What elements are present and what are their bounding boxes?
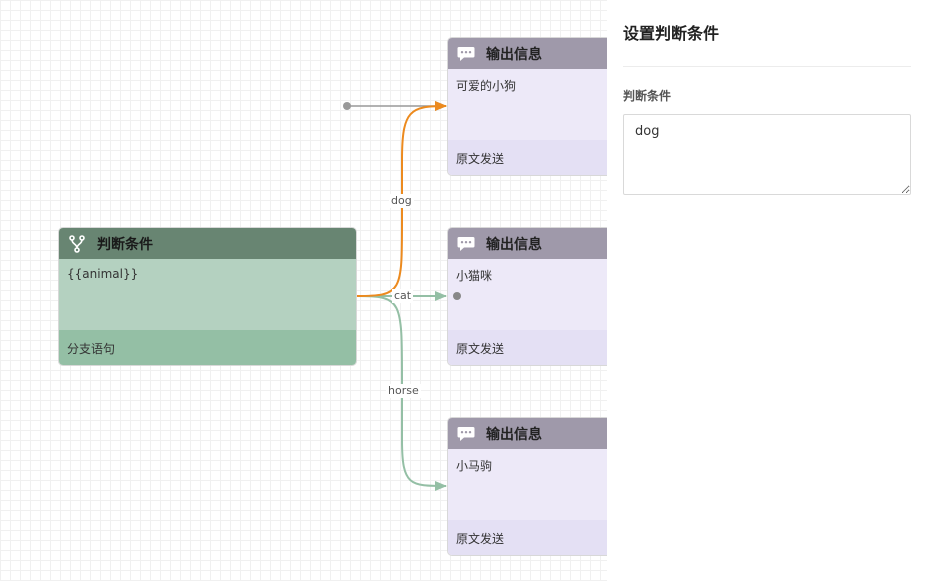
condition-input[interactable]	[623, 114, 911, 195]
chat-bubble-icon	[456, 424, 476, 444]
branch-node-footer: 分支语句	[59, 330, 356, 365]
edge-label-horse[interactable]: horse	[386, 384, 421, 398]
output-node-1[interactable]: 输出信息 可爱的小狗 原文发送	[447, 37, 627, 176]
branch-node-body: {{animal}}	[59, 259, 356, 330]
output-node-2-header[interactable]: 输出信息	[448, 228, 626, 259]
output-node-1-title: 输出信息	[486, 46, 542, 63]
panel-title: 设置判断条件	[623, 0, 911, 67]
output-node-2-body: 小猫咪	[448, 259, 626, 330]
branch-node-header[interactable]: 判断条件	[59, 228, 356, 259]
output-node-1-footer: 原文发送	[448, 140, 626, 175]
edge-label-dog[interactable]: dog	[389, 194, 414, 208]
chat-bubble-icon	[456, 234, 476, 254]
output-node-3-footer: 原文发送	[448, 520, 626, 555]
settings-panel: 设置判断条件 判断条件	[607, 0, 927, 581]
output-node-2-footer: 原文发送	[448, 330, 626, 365]
output-node-3-title: 输出信息	[486, 426, 542, 443]
output-node-2[interactable]: 输出信息 小猫咪 原文发送	[447, 227, 627, 366]
branch-node-title: 判断条件	[97, 236, 153, 253]
branch-icon	[67, 234, 87, 254]
edge-label-cat[interactable]: cat	[392, 289, 414, 303]
condition-label: 判断条件	[623, 89, 672, 103]
chat-bubble-icon	[456, 44, 476, 64]
output-node-3-body: 小马驹	[448, 449, 626, 520]
output-node-3-header[interactable]: 输出信息	[448, 418, 626, 449]
output-node-3[interactable]: 输出信息 小马驹 原文发送	[447, 417, 627, 556]
branch-node[interactable]: 判断条件 {{animal}} 分支语句	[58, 227, 357, 366]
output-node-1-body: 可爱的小狗	[448, 69, 626, 140]
edge-dangling-handle[interactable]	[343, 102, 351, 110]
output-node-1-header[interactable]: 输出信息	[448, 38, 626, 69]
output-node-2-title: 输出信息	[486, 236, 542, 253]
